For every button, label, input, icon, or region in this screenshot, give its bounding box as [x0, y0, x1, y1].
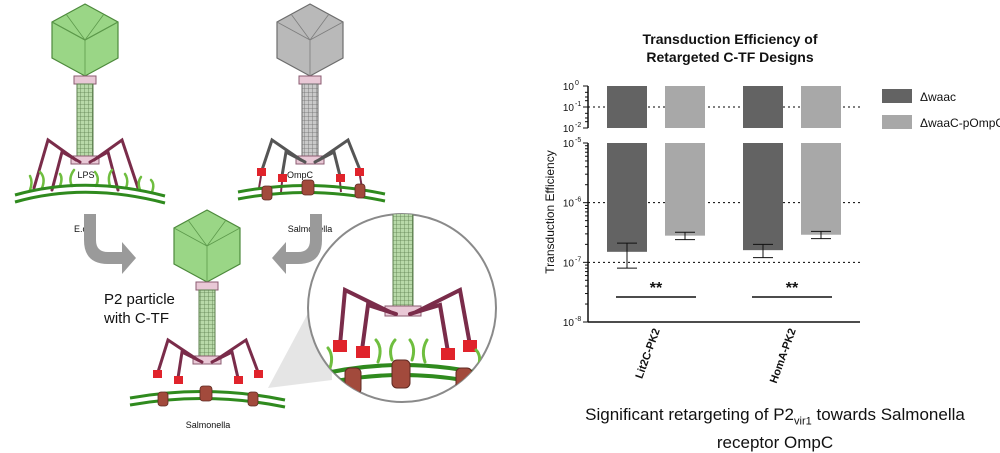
category-label: HomA-PK2 [768, 327, 799, 385]
bar-upper-1-0 [743, 86, 783, 128]
tail-fibers [32, 137, 140, 192]
y-tick-exp-upper: 0 [575, 80, 579, 87]
salmonella-label-bottom: Salmonella [186, 420, 231, 430]
bar-lower-0-1 [665, 143, 705, 236]
bar-lower-1-1 [801, 143, 841, 235]
lps-label: LPS [77, 170, 94, 180]
transduction-chart: Transduction Efficiency of Retargeted C-… [543, 31, 1000, 385]
phage-p2-ctf: Salmonella [129, 209, 286, 430]
significance-label: ** [786, 280, 799, 297]
p2-particle-label: P2 particle with C-TF [104, 291, 175, 327]
chart-title-line2: Retargeted C-TF Designs [646, 49, 813, 65]
arrow-right [84, 214, 136, 274]
bar-lower-0-0 [607, 143, 647, 252]
phage-salmonella: OmpC Salmonella [237, 3, 386, 234]
y-tick-label-upper: 10 [563, 124, 575, 135]
legend-swatch-1 [882, 115, 912, 129]
y-tick-exp-lower: -8 [575, 316, 581, 323]
ompc-label: OmpC [287, 170, 314, 180]
bar-upper-0-0 [607, 86, 647, 128]
zoom-circle [307, 213, 497, 403]
y-tick-exp-upper: -1 [575, 101, 581, 108]
y-axis-label: Transduction Efficiency [543, 150, 557, 273]
phage-ecoli: LPS E.coli [14, 3, 166, 234]
arrow-left [272, 214, 322, 274]
y-tick-label-lower: 10 [563, 199, 575, 210]
y-tick-label-lower: 10 [563, 318, 575, 329]
tail-sheath [76, 83, 94, 157]
bar-upper-0-1 [665, 86, 705, 128]
chart-title-line1: Transduction Efficiency of [642, 31, 817, 47]
legend-label-1: ΔwaaC-pOmpC [920, 116, 1000, 130]
bar-lower-1-0 [743, 143, 783, 251]
phage-illustration: LPS E.coli OmpC Salmonella [14, 3, 497, 430]
y-tick-label-lower: 10 [563, 139, 575, 150]
ompc-receptors [261, 179, 366, 201]
legend-label-0: Δwaac [920, 90, 956, 104]
significance-label: ** [650, 280, 663, 297]
y-tick-label-upper: 10 [563, 103, 575, 114]
y-tick-exp-lower: -7 [575, 256, 581, 263]
y-tick-exp-upper: -2 [575, 122, 581, 129]
bar-upper-1-1 [801, 86, 841, 128]
figure-caption: Significant retargeting of P2vir1 toward… [585, 405, 965, 453]
y-tick-exp-lower: -6 [575, 197, 581, 204]
category-label: Lit2C-PK2 [634, 327, 663, 380]
legend-swatch-0 [882, 89, 912, 103]
y-tick-label-lower: 10 [563, 258, 575, 269]
y-tick-label-upper: 10 [563, 82, 575, 93]
y-tick-exp-lower: -5 [575, 137, 581, 144]
ctf-tips [257, 168, 364, 182]
